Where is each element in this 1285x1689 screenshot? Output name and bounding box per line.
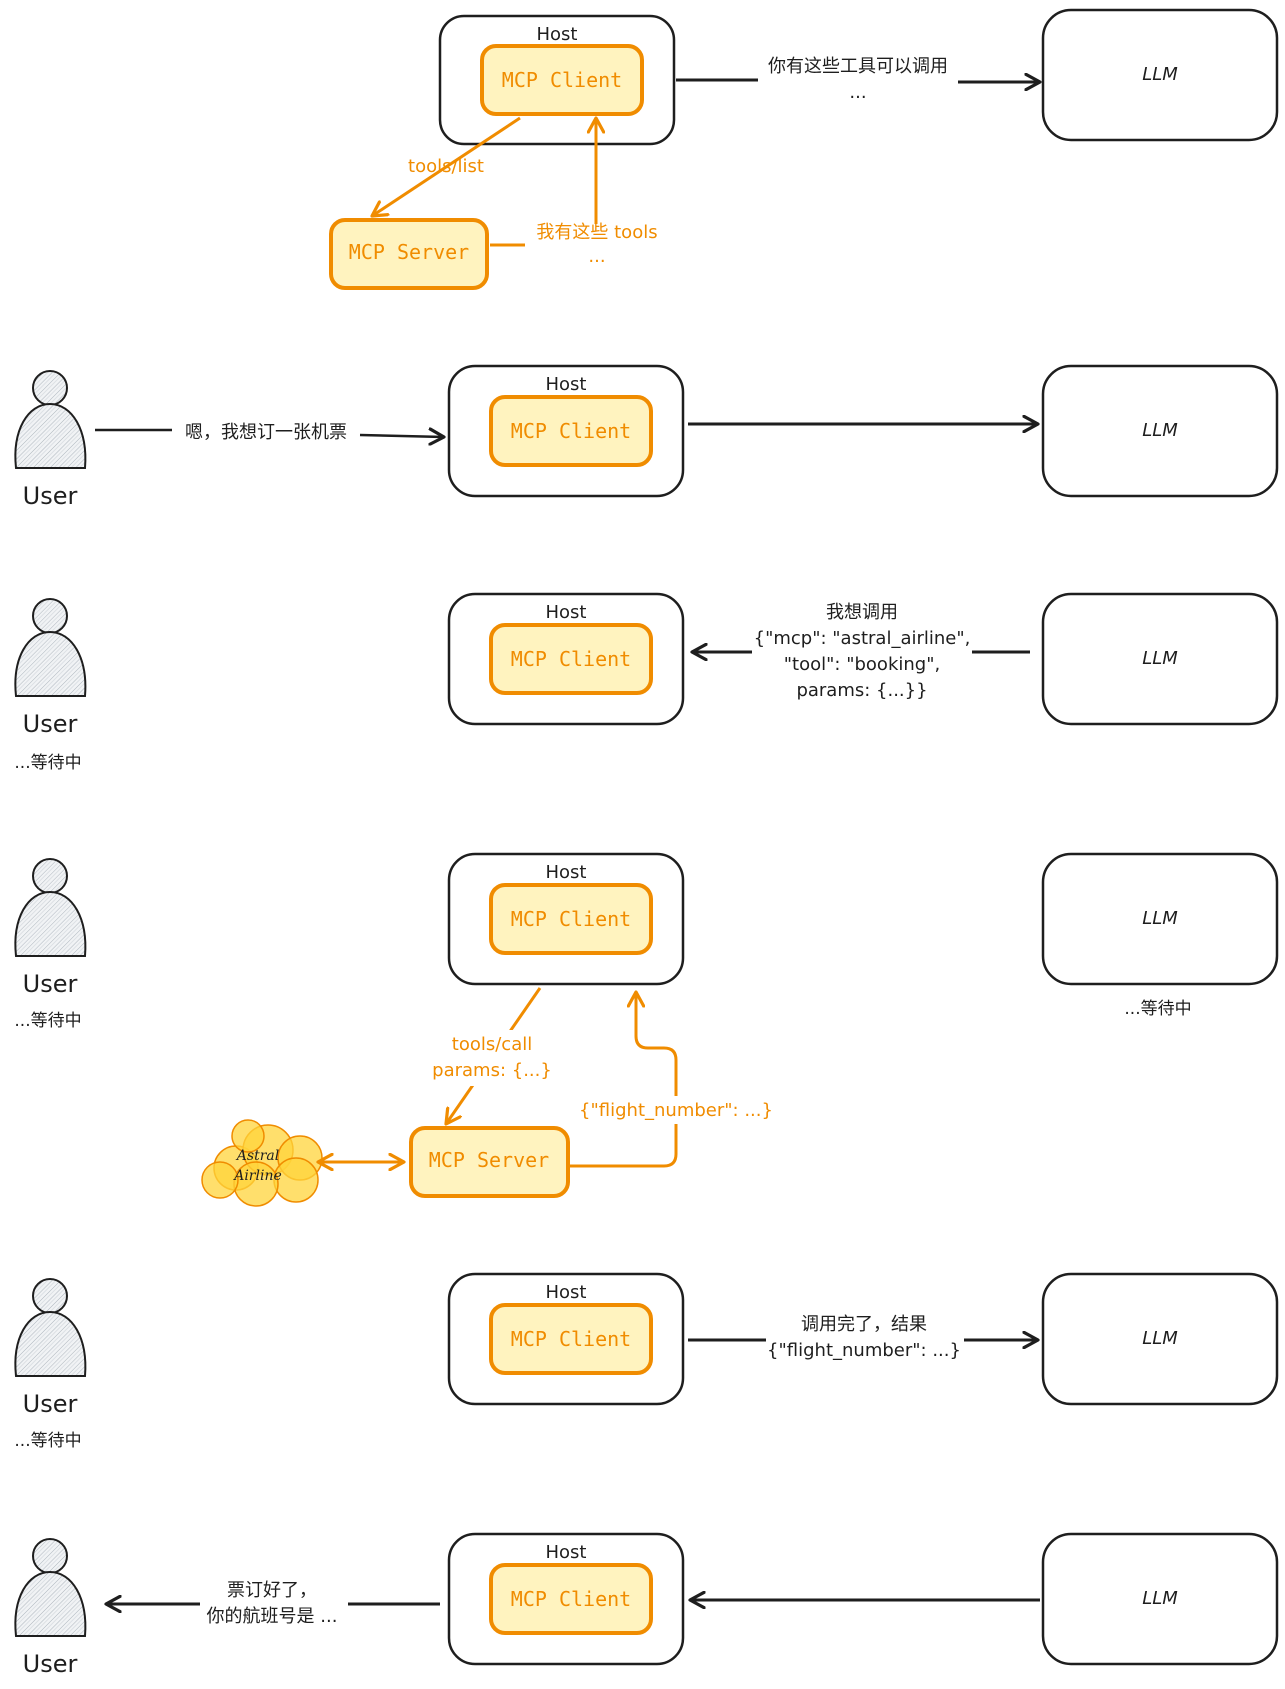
step-2: User 嗯，我想订一张机票 Host MCP Client LLM (14, 364, 1279, 510)
tool-call-request-line1: 我想调用 (826, 602, 898, 623)
host-label: Host (546, 602, 587, 623)
user-label: User (23, 1390, 78, 1418)
user-label: User (23, 970, 78, 998)
user-actor: User (14, 1538, 87, 1678)
llm-label: LLM (1142, 1588, 1178, 1609)
mcp-server-box (409, 1126, 570, 1198)
tools-available-ellipsis: ... (849, 82, 866, 103)
user-actor: User ...等待中 (14, 1278, 87, 1451)
tools-call-params-label: params: {...} (432, 1060, 552, 1081)
llm-box (1041, 592, 1279, 726)
mcp-client-label: MCP Client (511, 1587, 631, 1611)
user-actor: User ...等待中 (14, 858, 87, 1031)
tool-call-request-line2: {"mcp": "astral_airline", (754, 628, 971, 649)
llm-label: LLM (1142, 64, 1178, 85)
mcp-server-box (329, 218, 489, 290)
user-body (14, 890, 87, 957)
mcp-client-box (489, 1563, 653, 1635)
user-head (32, 1538, 68, 1574)
host-label: Host (537, 24, 578, 45)
user-head (32, 370, 68, 406)
astral-airline-cloud: Astral Airline (201, 1119, 323, 1207)
llm-box (1041, 364, 1279, 498)
step-6: User 票订好了， 你的航班号是 ... Host MCP Client LL… (14, 1532, 1279, 1678)
user-body (14, 630, 87, 697)
mcp-client-label: MCP Client (502, 68, 622, 92)
host-label: Host (546, 862, 587, 883)
reply-label-line2: 你的航班号是 ... (207, 1606, 338, 1627)
tools-available-label: 你有这些工具可以调用 (768, 56, 948, 77)
user-label: User (23, 1650, 78, 1678)
mcp-client-box (489, 623, 653, 695)
user-head (32, 598, 68, 634)
cloud-label-line1: Astral (235, 1148, 279, 1164)
llm-label: LLM (1142, 648, 1178, 669)
llm-box (1041, 1532, 1279, 1666)
host-label: Host (546, 374, 587, 395)
user-body (14, 1310, 87, 1377)
user-waiting-label: ...等待中 (14, 1011, 81, 1031)
user-head (32, 858, 68, 894)
tools-call-label: tools/call (452, 1034, 532, 1055)
reply-label-line1: 票订好了， (227, 1580, 317, 1601)
mcp-client-box (489, 395, 653, 467)
mcp-client-label: MCP Client (511, 1327, 631, 1351)
user-message-label: 嗯，我想订一张机票 (185, 422, 347, 443)
mcp-server-label: MCP Server (429, 1148, 549, 1172)
llm-waiting-label: ...等待中 (1124, 999, 1191, 1019)
tool-call-request-line4: params: {...}} (796, 680, 927, 701)
step-5: User ...等待中 Host MCP Client LLM 调用完了，结果 … (14, 1272, 1279, 1451)
server-reply-ellipsis: ... (588, 246, 605, 267)
user-actor: User ...等待中 (14, 598, 87, 773)
user-label: User (23, 482, 78, 510)
user-waiting-label: ...等待中 (14, 1431, 81, 1451)
step-1: Host MCP Client LLM 你有这些工具可以调用 ... MCP S… (329, 8, 1279, 290)
server-reply-label: 我有这些 tools (536, 222, 657, 243)
result-label-line2: {"flight_number": ...} (767, 1340, 961, 1361)
step-4: User ...等待中 Host MCP Client LLM ...等待中 t… (14, 852, 1279, 1207)
user-head (32, 1278, 68, 1314)
llm-label: LLM (1142, 1328, 1178, 1349)
tools-list-arrow (372, 116, 521, 216)
user-label: User (23, 710, 78, 738)
llm-box (1041, 8, 1279, 142)
mcp-client-label: MCP Client (511, 907, 631, 931)
host-label: Host (546, 1542, 587, 1563)
tools-list-label: tools/list (408, 156, 484, 177)
user-body (14, 1570, 87, 1637)
server-result-arrow (570, 992, 678, 1168)
llm-label: LLM (1142, 908, 1178, 929)
server-result-label: {"flight_number": ...} (579, 1100, 773, 1121)
llm-box (1041, 1272, 1279, 1406)
mcp-server-label: MCP Server (349, 240, 469, 264)
mcp-client-box (480, 44, 644, 116)
user-waiting-label: ...等待中 (14, 753, 81, 773)
mcp-client-box (489, 1303, 653, 1375)
user-actor: User (14, 370, 87, 510)
user-message-arrow (359, 435, 444, 437)
mcp-client-label: MCP Client (511, 419, 631, 443)
tool-call-request-line3: "tool": "booking", (784, 654, 940, 675)
result-label-line1: 调用完了，结果 (801, 1314, 927, 1335)
host-label: Host (546, 1282, 587, 1303)
llm-label: LLM (1142, 420, 1178, 441)
mcp-client-box (489, 883, 653, 955)
mcp-client-label: MCP Client (511, 647, 631, 671)
step-3: User ...等待中 Host MCP Client LLM 我想调用 {"m… (14, 592, 1279, 773)
llm-box (1041, 852, 1279, 986)
user-body (14, 402, 87, 469)
cloud-label-line2: Airline (232, 1168, 282, 1184)
